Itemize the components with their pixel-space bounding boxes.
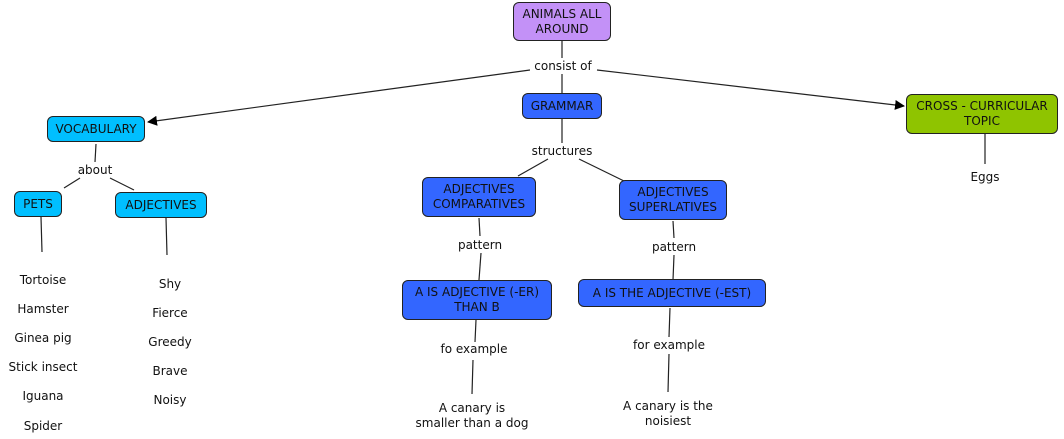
line-comp-pattern (478, 217, 481, 237)
pets-list-item: Stick insect (8, 360, 78, 375)
node-adjectives[interactable]: ADJECTIVES (115, 192, 207, 218)
line-example-comp (471, 359, 474, 395)
pets-list: Tortoise Hamster Ginea pig Stick insect … (4, 258, 82, 439)
node-pets[interactable]: PETS (14, 191, 62, 217)
arrow-to-cross (596, 69, 905, 110)
pets-list-item: Iguana (22, 389, 64, 404)
adjectives-list-item: Greedy (148, 334, 192, 349)
line-sup-pattern (672, 220, 675, 239)
link-label-pattern-comparative: pattern (455, 238, 505, 252)
arrow-to-vocabulary (147, 69, 531, 126)
pets-list-item: Spider (23, 418, 63, 433)
cross-example-eggs: Eggs (970, 170, 1000, 184)
link-label-structures: structures (528, 144, 596, 158)
adjectives-list-item: Fierce (152, 305, 188, 320)
pets-list-item: Hamster (17, 301, 69, 316)
adjectives-list-item: Noisy (153, 393, 187, 408)
line-about-adjectives (109, 177, 135, 191)
line-pattern-supbox (672, 254, 675, 281)
node-comparative-pattern[interactable]: A IS ADJECTIVE (-ER) THAN B (402, 280, 552, 320)
comparative-example: A canary is smaller than a dog (415, 401, 529, 430)
link-label-about: about (74, 163, 116, 177)
node-root[interactable]: ANIMALS ALL AROUND (513, 2, 611, 41)
line-structures-comp (517, 158, 549, 177)
node-vocabulary[interactable]: VOCABULARY (47, 116, 145, 142)
node-adjectives-superlatives[interactable]: ADJECTIVES SUPERLATIVES (619, 180, 727, 220)
line-adjectives-list (165, 217, 168, 256)
line-structures-sup (578, 158, 625, 182)
adjectives-list: Shy Fierce Greedy Brave Noisy (140, 262, 200, 423)
pets-list-item: Ginea pig (14, 330, 72, 345)
node-superlative-pattern[interactable]: A IS THE ADJECTIVE (-EST) (578, 279, 766, 307)
node-cross-curricular[interactable]: CROSS - CURRICULAR TOPIC (906, 94, 1058, 134)
line-pets-list (40, 216, 43, 253)
link-label-pattern-superlative: pattern (649, 240, 699, 254)
link-label-for-example: for example (628, 338, 710, 352)
line-pattern-compbox (478, 252, 482, 281)
link-label-fo-example: fo example (436, 342, 512, 356)
link-label-consist-of: consist of (530, 59, 596, 73)
pets-list-item: Tortoise (19, 272, 67, 287)
superlative-example: A canary is the noisiest (623, 399, 713, 428)
adjectives-list-item: Brave (152, 364, 188, 379)
line-vocab-about (94, 143, 97, 163)
node-grammar[interactable]: GRAMMAR (522, 93, 602, 119)
line-example-sup (667, 353, 670, 393)
line-supbox-example (668, 307, 671, 338)
line-about-pets (63, 177, 81, 189)
line-compbox-example (474, 319, 477, 343)
node-adjectives-comparatives[interactable]: ADJECTIVES COMPARATIVES (422, 177, 536, 217)
adjectives-list-item: Shy (158, 276, 182, 291)
